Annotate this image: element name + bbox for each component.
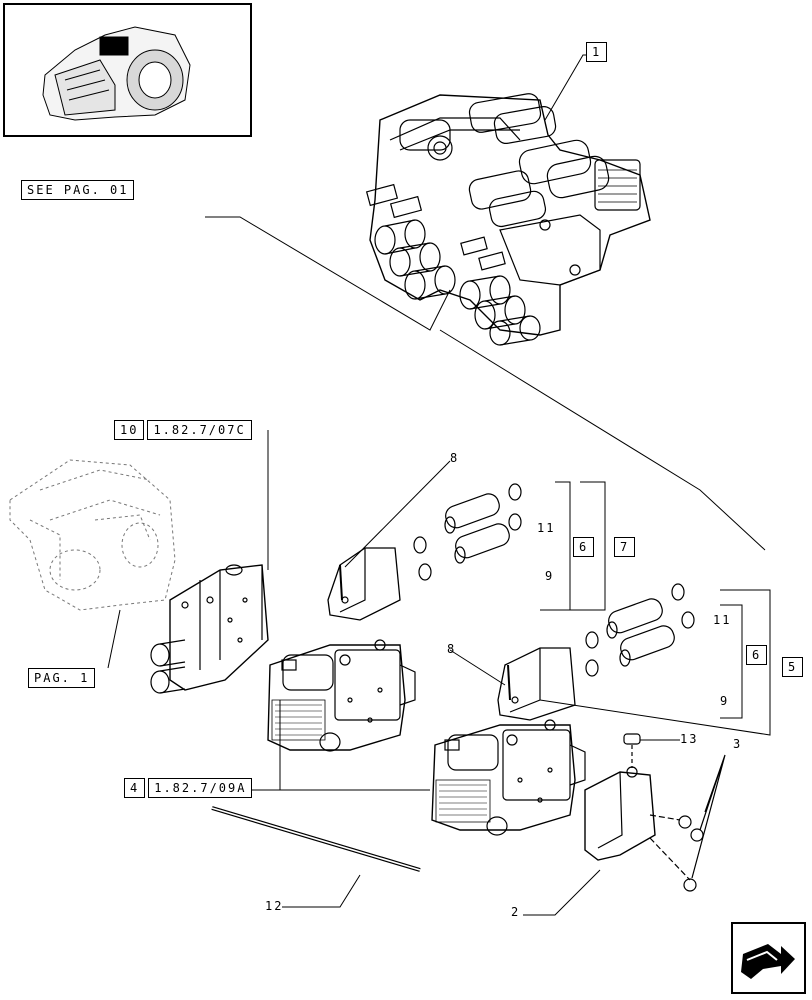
reference-4-number: 4 (124, 778, 146, 798)
valve-kit-lower (497, 583, 695, 721)
callout-6-upper: 6 (573, 537, 595, 557)
callout-9-upper: 9 (545, 569, 555, 583)
end-plate-2 (584, 733, 726, 892)
reference-10-number: 10 (114, 420, 145, 440)
transmission-housing-thumbnail (3, 3, 252, 137)
rod-12 (211, 806, 421, 872)
reference-4[interactable]: 4 1.82.7/09A (124, 778, 253, 798)
see-page-reference[interactable]: SEE PAG. 01 (21, 180, 135, 200)
valve-section-4-right (431, 719, 586, 836)
valve-section-10 (150, 564, 269, 694)
callout-11-lower: 11 (713, 613, 732, 627)
callout-7: 7 (614, 537, 636, 557)
callout-13: 13 (680, 732, 699, 746)
callout-2: 2 (511, 905, 521, 919)
valve-kit-upper (327, 483, 522, 621)
housing-icon (42, 26, 191, 121)
callout-6-lower: 6 (746, 645, 768, 665)
callout-1: 1 (586, 42, 608, 62)
reference-10-code: 1.82.7/07C (147, 420, 252, 440)
page-reference[interactable]: PAG. 1 (28, 668, 96, 688)
callout-8-upper: 8 (450, 451, 460, 465)
valve-assembly-main (365, 93, 651, 346)
next-page-arrow-icon (741, 944, 795, 979)
callout-12: 12 (265, 899, 284, 913)
valve-section-4-left (267, 639, 416, 752)
reference-10[interactable]: 10 1.82.7/07C (114, 420, 252, 440)
callout-11-upper: 11 (537, 521, 556, 535)
next-page-button[interactable] (731, 922, 806, 994)
callout-8-lower: 8 (447, 642, 457, 656)
callout-5: 5 (782, 657, 804, 677)
reference-4-code: 1.82.7/09A (148, 778, 253, 798)
callout-3: 3 (733, 737, 743, 751)
housing-outline-dashed (9, 459, 176, 611)
callout-9-lower: 9 (720, 694, 730, 708)
